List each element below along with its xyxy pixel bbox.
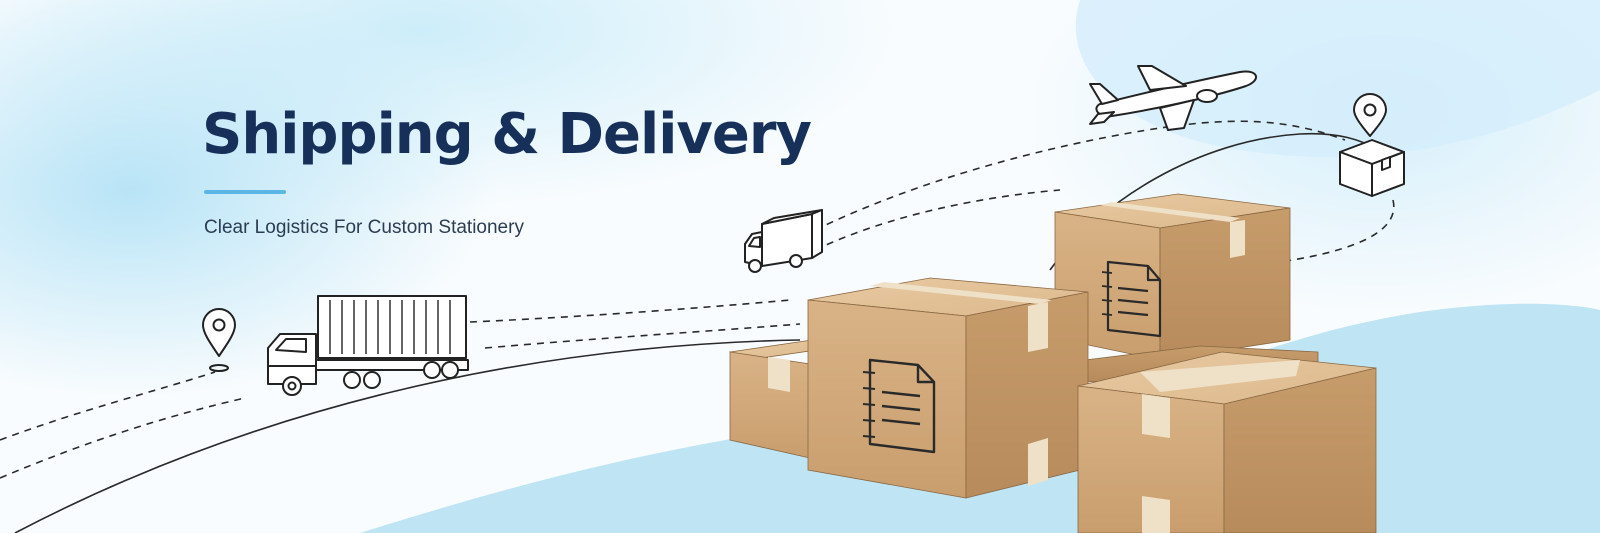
cardboard-box-back [1054, 193, 1291, 361]
route-line-dashed-arc [814, 120, 1346, 231]
package-location-icon [1339, 93, 1405, 197]
cardboard-box-main [807, 277, 1089, 499]
route-line-return-dashed [1279, 199, 1395, 263]
route-line-dashed-mid [469, 299, 791, 323]
notebook-icon [1101, 260, 1162, 338]
notebook-icon [862, 358, 936, 454]
route-line-solid [14, 339, 801, 533]
title-underline-accent [204, 190, 286, 194]
airplane-icon [1089, 65, 1257, 131]
page-subtitle: Clear Logistics For Custom Stationery [204, 217, 524, 238]
cardboard-box-front [1077, 351, 1377, 533]
sky-shape [1075, 0, 1600, 158]
route-line-dashed-mid-2 [484, 323, 801, 349]
route-lines [0, 120, 1395, 533]
route-line-dashed-upper [0, 371, 216, 441]
location-pin-icon [202, 308, 236, 372]
delivery-van-icon [744, 209, 823, 273]
route-line-dashed-to-van [814, 189, 1061, 251]
cardboard-box-small [728, 339, 832, 459]
route-line-dashed-lower [0, 397, 246, 479]
semi-truck-icon [267, 295, 469, 396]
page-title: Shipping & Delivery [202, 102, 812, 167]
